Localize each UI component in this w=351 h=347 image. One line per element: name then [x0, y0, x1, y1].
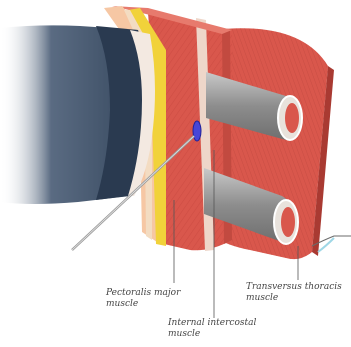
label-internal-intercostal-line1: Internal intercostal: [168, 318, 256, 329]
label-internal-intercostal-line2: muscle: [168, 329, 256, 340]
injection-target: [193, 121, 201, 141]
label-internal-intercostal: Internal intercostal muscle: [168, 318, 256, 340]
label-transversus-line1: Transversus thoracis: [246, 282, 342, 293]
label-pectoralis-major: Pectoralis major muscle: [106, 288, 180, 310]
label-transversus-thoracis: Transversus thoracis muscle: [246, 282, 342, 304]
label-pectoralis-line1: Pectoralis major: [106, 288, 180, 299]
label-transversus-line2: muscle: [246, 293, 342, 304]
label-pectoralis-line2: muscle: [106, 299, 180, 310]
ultrasound-probe: [0, 25, 155, 204]
